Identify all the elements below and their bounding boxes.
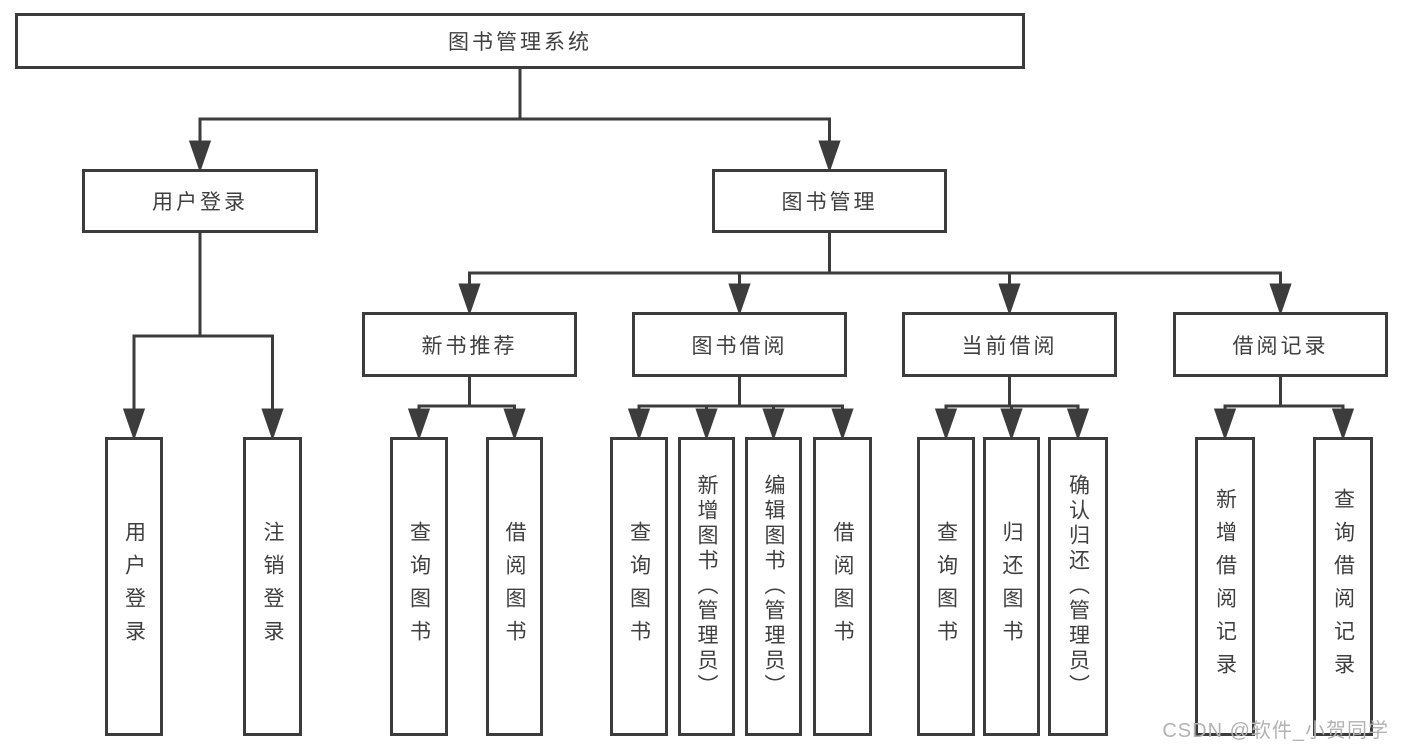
node-new-book-recommend: 新书推荐	[362, 312, 577, 377]
leaf-add-books-admin-label: 新增图书（管理员）	[695, 474, 718, 699]
node-library-system-label: 图书管理系统	[448, 31, 592, 54]
node-borrow-records: 借阅记录	[1173, 312, 1388, 377]
leaf-borrow-books-label: 借阅图书	[831, 520, 854, 653]
leaf-edit-books-admin: 编辑图书（管理员）	[745, 437, 802, 736]
leaf-confirm-return-admin-label: 确认归还（管理员）	[1066, 474, 1090, 699]
leaf-add-borrow-record: 新增借阅记录	[1195, 437, 1255, 736]
node-current-borrow: 当前借阅	[902, 312, 1117, 377]
leaf-return-books: 归还图书	[983, 437, 1040, 736]
connector-book-management-branch	[458, 233, 1292, 316]
leaf-confirm-return-admin: 确认归还（管理员）	[1048, 437, 1108, 736]
leaf-current-query-books: 查询图书	[917, 437, 975, 736]
node-borrow-records-label: 借阅记录	[1232, 334, 1329, 358]
connector-new-book-recommend-branch	[407, 377, 526, 441]
leaf-query-borrow-record-label: 查询借阅记录	[1331, 487, 1355, 686]
leaf-edit-books-admin-label: 编辑图书（管理员）	[762, 474, 785, 699]
leaf-user-login: 用户登录	[105, 437, 163, 736]
connector-root-to-level2	[188, 69, 841, 173]
leaf-recommend-borrow-books: 借阅图书	[486, 437, 543, 736]
node-current-borrow-label: 当前借阅	[961, 334, 1058, 358]
leaf-add-borrow-record-label: 新增借阅记录	[1213, 487, 1237, 686]
leaf-user-login-label: 用户登录	[122, 520, 146, 653]
node-user-login: 用户登录	[82, 169, 318, 233]
leaf-logout-label: 注销登录	[261, 520, 284, 653]
node-new-book-recommend-label: 新书推荐	[421, 334, 518, 358]
connector-current-borrow-branch	[934, 377, 1090, 441]
leaf-add-books-admin: 新增图书（管理员）	[678, 437, 735, 736]
leaf-borrow-books: 借阅图书	[813, 437, 872, 736]
leaf-query-borrow-record: 查询借阅记录	[1313, 437, 1373, 736]
connector-book-borrow-branch	[627, 377, 854, 441]
leaf-recommend-borrow-books-label: 借阅图书	[503, 520, 526, 653]
node-book-borrow: 图书借阅	[632, 312, 847, 377]
leaf-logout: 注销登录	[243, 437, 302, 736]
node-book-management-label: 图书管理	[781, 191, 878, 214]
node-book-management: 图书管理	[712, 169, 947, 233]
connector-borrow-records-branch	[1213, 377, 1355, 441]
leaf-borrow-query-books: 查询图书	[610, 437, 668, 736]
node-user-login-label: 用户登录	[152, 191, 248, 214]
leaf-recommend-query-books-label: 查询图书	[407, 520, 431, 653]
leaf-return-books-label: 归还图书	[1000, 520, 1023, 653]
connector-user-login-branch	[122, 233, 284, 441]
csdn-watermark: CSDN @软件_小贺同学	[1162, 720, 1389, 742]
node-book-borrow-label: 图书借阅	[691, 334, 788, 358]
node-library-system: 图书管理系统	[15, 13, 1025, 69]
leaf-borrow-query-books-label: 查询图书	[627, 520, 651, 653]
leaf-recommend-query-books: 查询图书	[390, 437, 448, 736]
leaf-current-query-books-label: 查询图书	[934, 520, 958, 653]
